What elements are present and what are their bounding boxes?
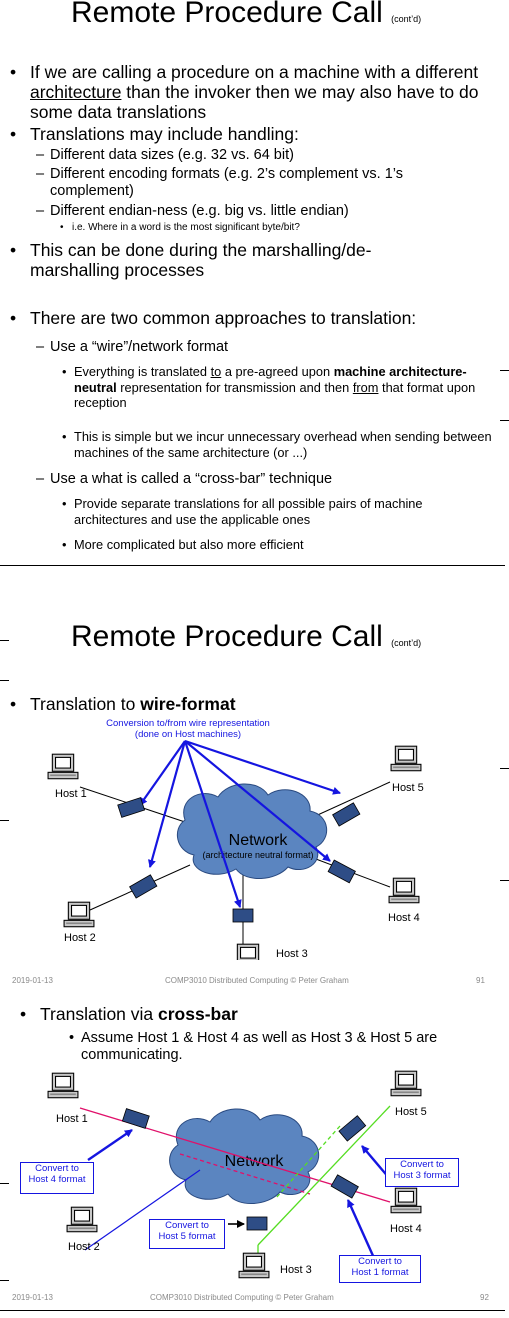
crossbar-point-2: •More complicated but also more efficien… [62, 537, 304, 552]
footer-date: 2019-01-13 [12, 1293, 53, 1302]
edge-tick [0, 680, 9, 681]
computer-icon [390, 1187, 422, 1214]
host-4-label: Host 4 [388, 912, 420, 924]
footer-page: 92 [480, 1293, 489, 1302]
footer-page: 91 [476, 976, 485, 985]
host-1-label: Host 1 [55, 788, 87, 800]
edge-tick [0, 640, 9, 641]
converter-host1 [117, 797, 146, 818]
host-2-label: Host 2 [68, 1241, 100, 1253]
wire-point-1: •Everything is translated to a pre-agree… [62, 364, 476, 410]
arrow [183, 740, 242, 908]
bullet-marshalling: •This can be done during the marshalling… [10, 240, 372, 280]
approach-wire: –Use a “wire”/network format [36, 339, 229, 355]
link-host2 [84, 1169, 201, 1251]
arrow [346, 1199, 376, 1259]
host-4-label: Host 4 [390, 1223, 422, 1235]
title-suffix: (cont’d) [391, 14, 422, 24]
computer-icon [66, 1206, 98, 1233]
footer-date: 2019-01-13 [12, 976, 53, 985]
assume-hosts: •Assume Host 1 & Host 4 as well as Host … [69, 1030, 438, 1063]
converter-host5 [332, 802, 361, 827]
edge-tick [500, 768, 509, 769]
sub-data-sizes: –Different data sizes (e.g. 32 vs. 64 bi… [36, 147, 294, 163]
title-suffix: (cont’d) [391, 638, 422, 648]
converter-host5 [338, 1115, 367, 1142]
link-host1-host4-hidden [179, 1153, 311, 1195]
arrow [184, 739, 341, 795]
host-1-label: Host 1 [56, 1113, 88, 1125]
bullet-wire-format: •Translation to wire-format [10, 694, 236, 714]
converter-host3 [246, 1216, 268, 1231]
computer-icon [63, 901, 95, 928]
host-3-label: Host 3 [280, 1264, 312, 1276]
computer-icon [47, 753, 79, 780]
arrow [184, 740, 331, 862]
edge-tick [500, 370, 509, 371]
arrow [148, 740, 187, 868]
host-2-label: Host 2 [64, 932, 96, 944]
converter-host4 [327, 859, 356, 884]
sub-encoding: –Different encoding formats (e.g. 2’s co… [36, 166, 404, 199]
cross-bar-diagram: Network Host 1 Host 5 Host 2 Host 4 Host… [47, 1070, 427, 1279]
arrow [87, 1129, 133, 1161]
converter-host1 [121, 1108, 150, 1129]
computer-icon [390, 1070, 422, 1097]
host-3-label: Host 3 [276, 948, 308, 960]
network-cloud [176, 783, 327, 880]
converter-host3 [232, 908, 254, 923]
converter-host2 [129, 874, 158, 899]
footer-course: COMP3010 Distributed Computing © Peter G… [150, 1293, 334, 1302]
edge-tick [0, 1183, 9, 1184]
sub-endian: –Different endian-ness (e.g. big vs. lit… [36, 203, 349, 219]
slide1-title: Remote Procedure Call (cont’d) [71, 0, 422, 29]
bullet-approaches: •There are two common approaches to tran… [10, 308, 417, 328]
host-5-label: Host 5 [395, 1106, 427, 1118]
converter-host4 [330, 1174, 359, 1199]
slide2-title: Remote Procedure Call (cont’d) [71, 620, 422, 653]
bullet-translations: •Translations may include handling: [10, 124, 299, 144]
link-host3-host5 [257, 1105, 391, 1246]
crossbar-point-1: •Provide separate translations for all p… [62, 496, 423, 527]
slide-divider [0, 565, 505, 566]
bullet-architecture: •If we are calling a procedure on a mach… [10, 62, 479, 122]
wire-format-diagram: Network (architecture neutral format) Co… [47, 718, 424, 960]
computer-icon [390, 745, 422, 772]
edge-tick [0, 1280, 9, 1281]
conversion-caption-2: (done on Host machines) [135, 729, 241, 740]
footer-course: COMP3010 Distributed Computing © Peter G… [165, 976, 349, 985]
host-5-label: Host 5 [392, 782, 424, 794]
network-label: Network [229, 832, 289, 849]
computer-icon [388, 877, 420, 904]
edge-tick [0, 820, 9, 821]
computer-icon [238, 1252, 270, 1279]
sub-endian-note: •i.e. Where in a word is the most signif… [60, 222, 300, 233]
conversion-caption-1: Conversion to/from wire representation [106, 718, 270, 729]
arrow [139, 740, 186, 806]
computer-icon [232, 943, 264, 960]
edge-tick [500, 880, 509, 881]
computer-icon [47, 1072, 79, 1099]
wire-point-2: •This is simple but we incur unnecessary… [62, 429, 492, 460]
slide-divider [0, 1310, 505, 1311]
edge-tick [500, 420, 509, 421]
link-host3-host5-hidden [275, 1125, 341, 1199]
network-sub-label: (architecture neutral format) [202, 850, 313, 860]
network-cloud [169, 1108, 319, 1205]
approach-crossbar: –Use a what is called a “cross-bar” tech… [36, 471, 333, 487]
bullet-cross-bar: •Translation via cross-bar [20, 1004, 238, 1024]
